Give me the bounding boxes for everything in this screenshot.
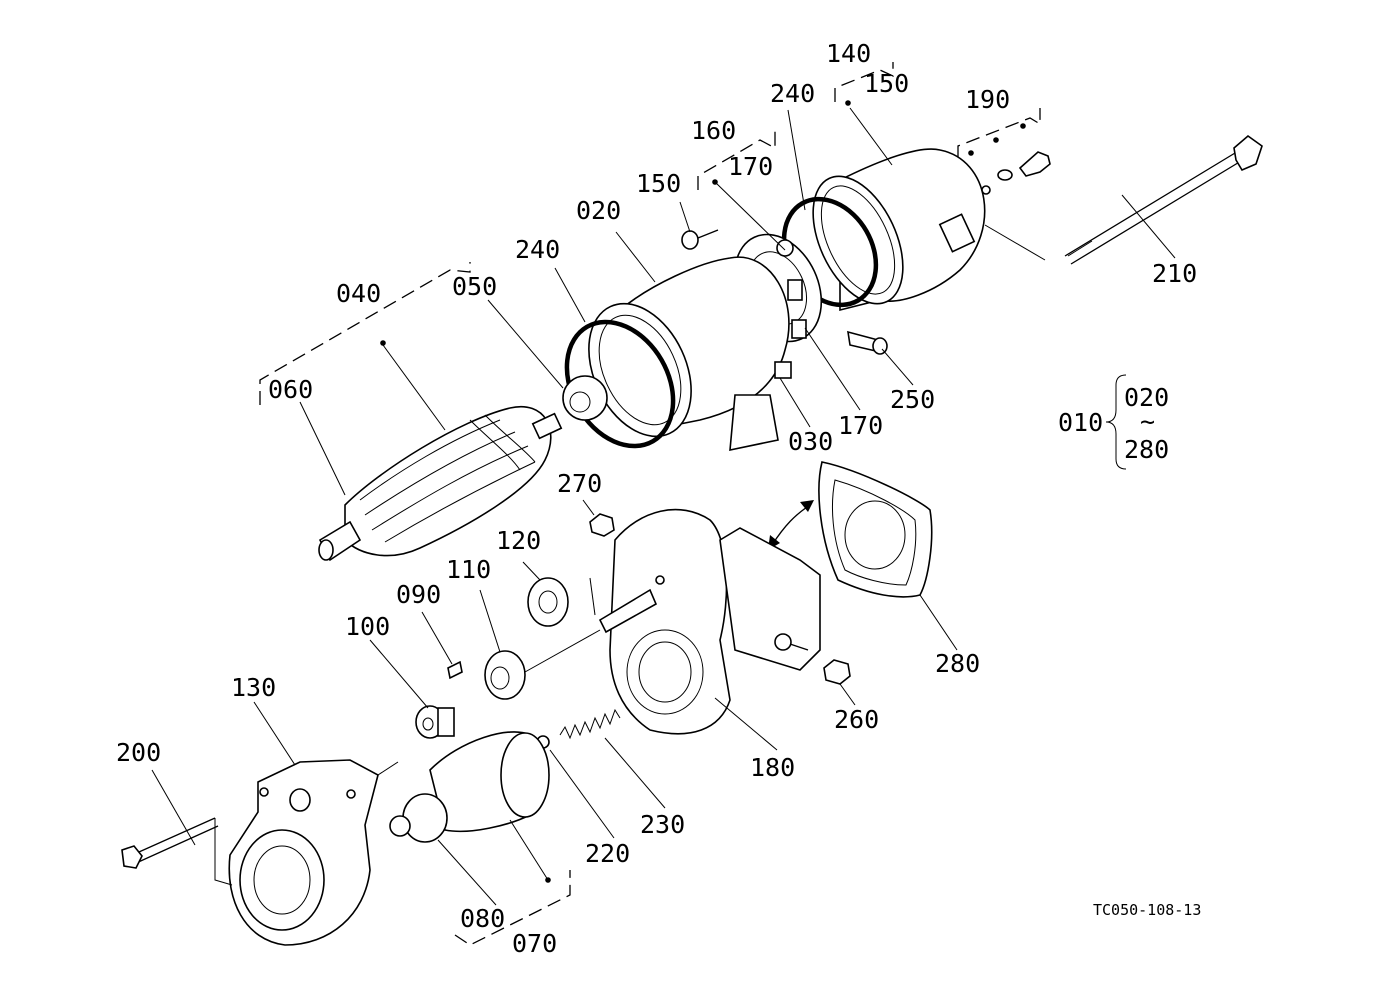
- drawing-code: TC050-108-13: [1093, 901, 1201, 919]
- assembly-range-symbol: ~: [1140, 407, 1155, 436]
- leader-lines: [151, 107, 1176, 906]
- label-130: 130: [231, 673, 276, 702]
- label-030: 030: [788, 427, 833, 456]
- label-110: 110: [446, 555, 491, 584]
- label-200: 200: [116, 738, 161, 767]
- assembly-number: 010: [1058, 408, 1103, 437]
- label-170-bot: 170: [838, 411, 883, 440]
- label-150-top: 150: [864, 69, 909, 98]
- group-brackets: [259, 62, 1127, 946]
- label-240-mid: 240: [515, 235, 560, 264]
- label-100: 100: [345, 612, 390, 641]
- label-190: 190: [965, 85, 1010, 114]
- pinion-clutch-070: [389, 731, 550, 843]
- magnet-switch-180: [609, 508, 821, 735]
- label-280: 280: [935, 649, 980, 678]
- spring-230: [559, 708, 621, 740]
- pin-090: [447, 660, 463, 680]
- label-090: 090: [396, 580, 441, 609]
- part-labels: 140 150 190 240 160 170 150 020 240 210 …: [116, 39, 1197, 958]
- label-140: 140: [826, 39, 871, 68]
- label-050: 050: [452, 272, 497, 301]
- label-040: 040: [336, 279, 381, 308]
- label-170-top: 170: [728, 152, 773, 181]
- label-020: 020: [576, 196, 621, 225]
- assembly-range: 010 020 ~ 280: [1058, 383, 1169, 464]
- bolt-200: [121, 817, 233, 886]
- bolt-210: [1064, 134, 1263, 265]
- label-180: 180: [750, 753, 795, 782]
- fit-arrow: [768, 500, 814, 550]
- terminal-150: [681, 229, 719, 250]
- label-270: 270: [557, 469, 602, 498]
- label-150-mid: 150: [636, 169, 681, 198]
- label-080: 080: [460, 904, 505, 933]
- yoke-020: [588, 256, 792, 452]
- label-120: 120: [496, 526, 541, 555]
- rear-housing-140: [812, 148, 1051, 312]
- shaft-line-120: [589, 577, 596, 616]
- label-240-top: 240: [770, 79, 815, 108]
- label-060: 060: [268, 375, 313, 404]
- label-160: 160: [691, 116, 736, 145]
- front-housing-130: [228, 759, 379, 946]
- housing-line-130: [377, 761, 399, 776]
- shaft-line-110: [524, 629, 601, 673]
- bushing-250: [847, 330, 888, 355]
- gear-110: [484, 650, 526, 700]
- label-070: 070: [512, 929, 557, 958]
- label-230: 230: [640, 810, 685, 839]
- label-210: 210: [1152, 259, 1197, 288]
- bush-100: [415, 705, 455, 739]
- label-220: 220: [585, 839, 630, 868]
- label-250: 250: [890, 385, 935, 414]
- nut-260: [823, 659, 851, 685]
- gasket-280: [818, 461, 933, 598]
- bearing-050: [562, 375, 608, 421]
- gear-120: [527, 577, 569, 627]
- nut-270: [589, 513, 615, 537]
- label-260: 260: [834, 705, 879, 734]
- armature-040: [318, 405, 563, 562]
- assembly-range-end: 280: [1124, 435, 1169, 464]
- shaft-pin: [598, 588, 658, 634]
- reference-dots: [380, 100, 1026, 883]
- assembly-range-start: 020: [1124, 383, 1169, 412]
